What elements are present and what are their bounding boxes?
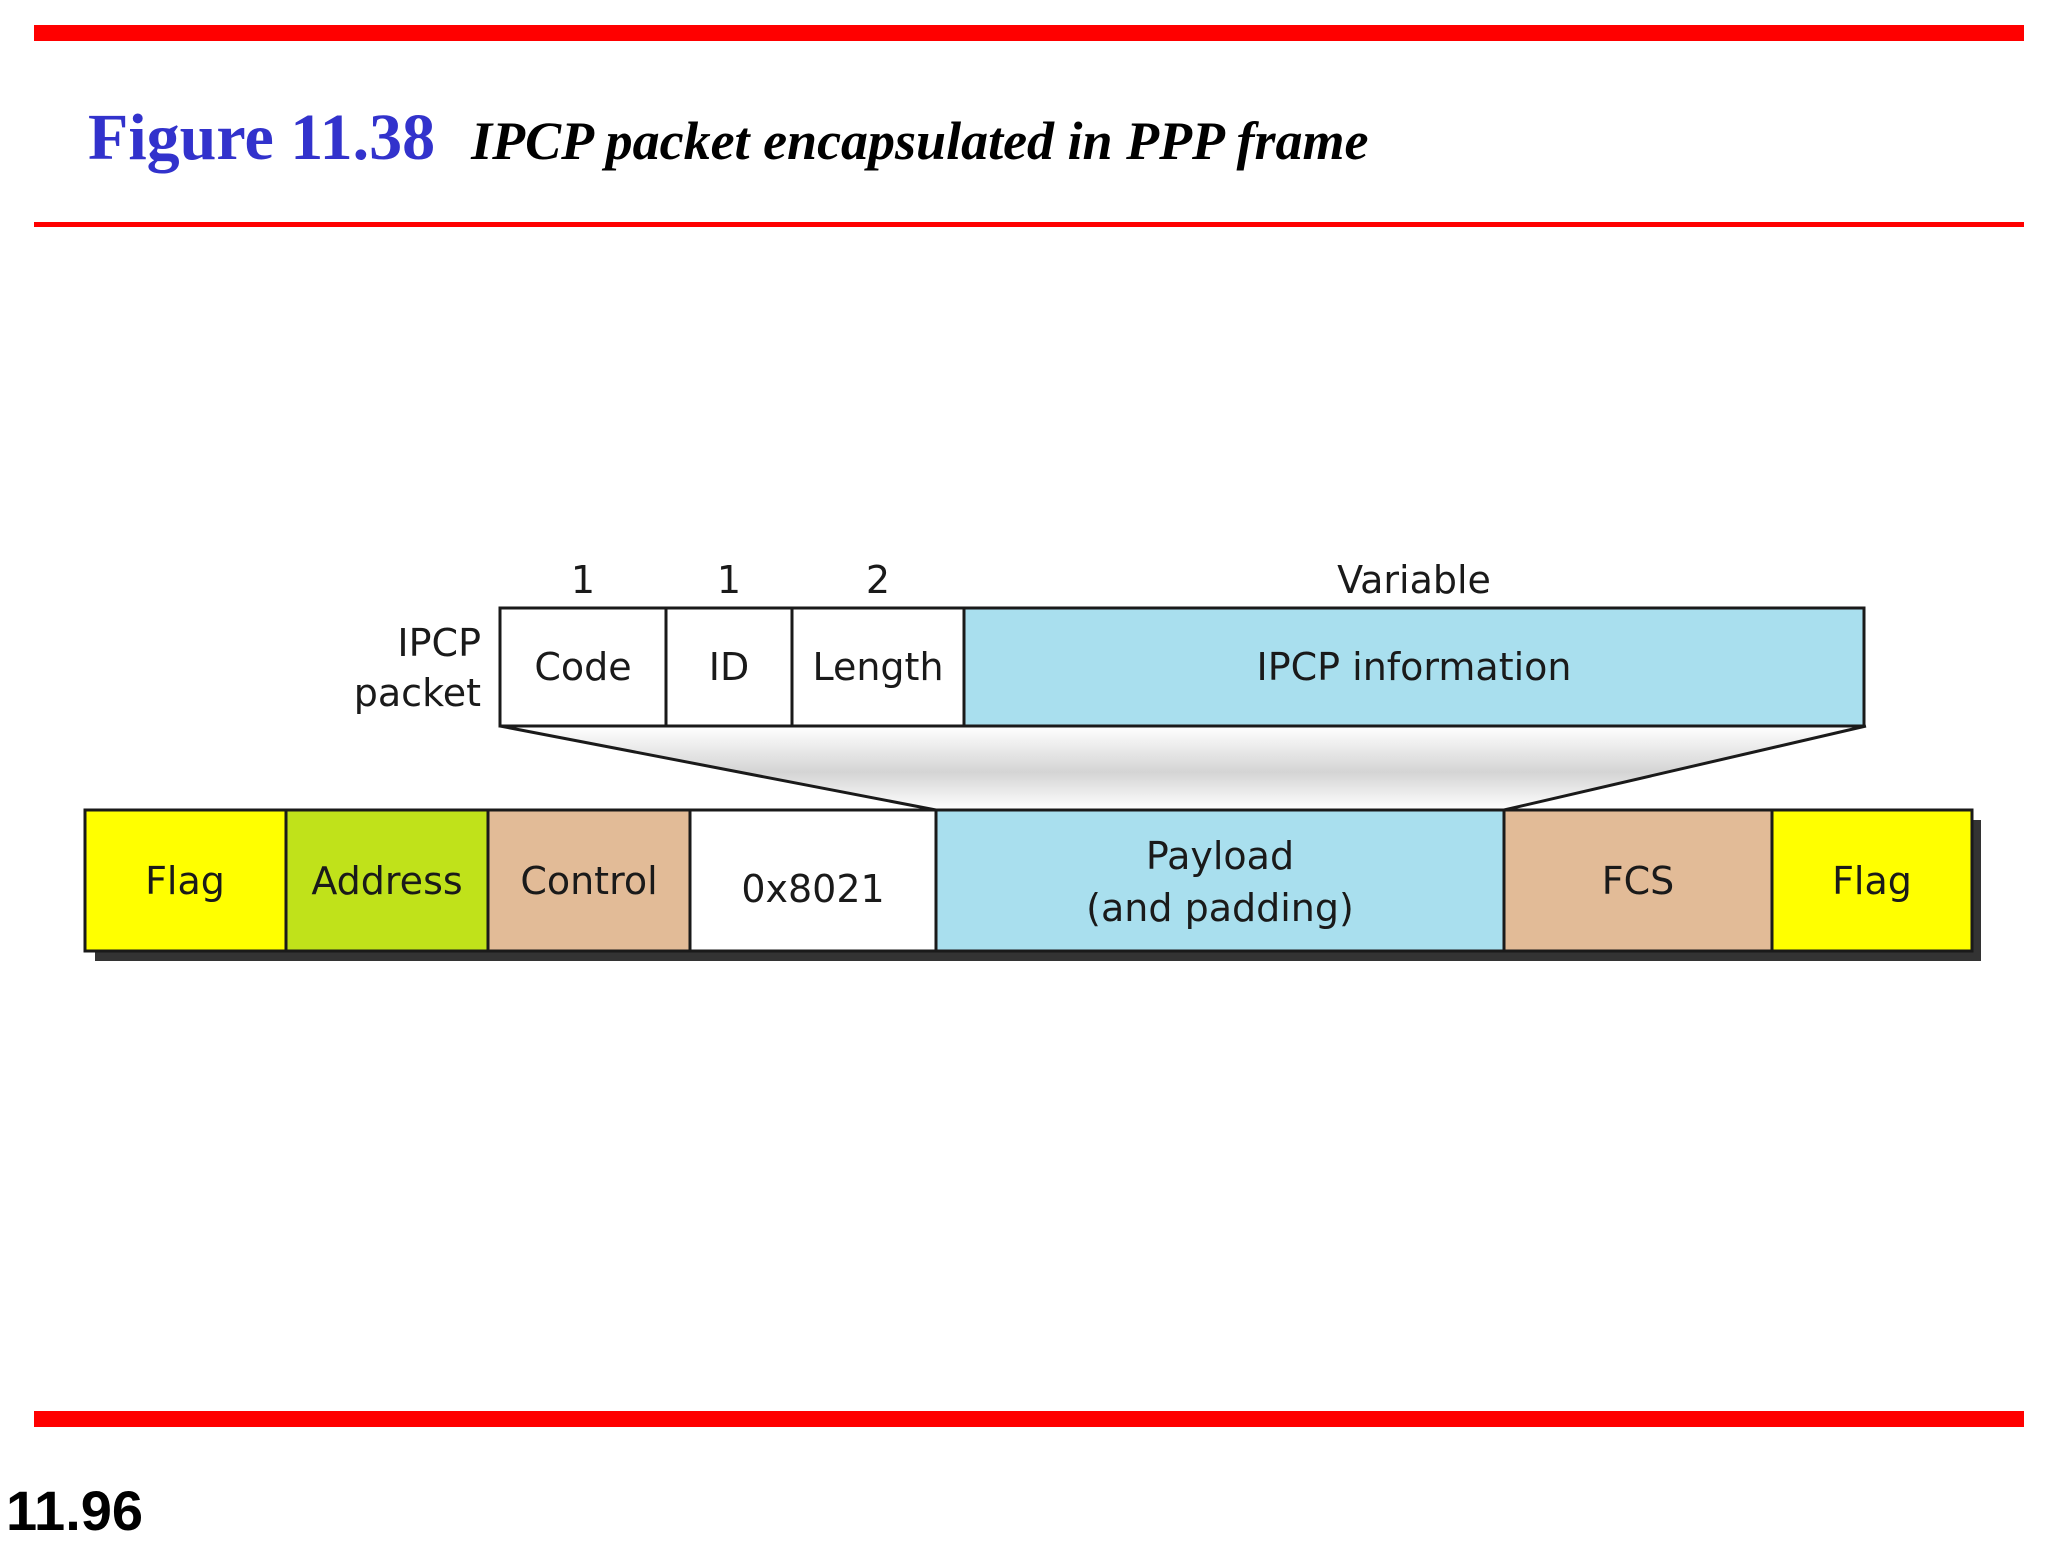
ppp-field-flag-start: Flag bbox=[83, 808, 288, 953]
ppp-field-fcs-box bbox=[1502, 808, 1774, 953]
ppp-field-flag-end: Flag bbox=[1770, 808, 1974, 953]
ppp-field-address: Address bbox=[284, 808, 490, 953]
ppp-field-payload: Payload (and padding) bbox=[934, 808, 1506, 953]
funnel-left-edge bbox=[499, 724, 937, 812]
ipcp-field-id-box bbox=[664, 606, 794, 728]
ppp-field-payload-box bbox=[934, 808, 1506, 953]
ppp-field-protocol: 0x8021 bbox=[688, 808, 938, 953]
ppp-field-control: Control bbox=[486, 808, 692, 953]
ppp-field-flag-start-label: Flag bbox=[145, 859, 225, 903]
encapsulation-funnel bbox=[500, 726, 1866, 810]
ppp-field-payload-label-line1: Payload bbox=[1146, 834, 1294, 878]
figure-title: Figure 11.38 IPCP packet encapsulated in… bbox=[88, 100, 1369, 180]
bottom-rule bbox=[34, 1411, 2024, 1427]
ppp-field-control-box bbox=[486, 808, 692, 953]
page-number: 11.96 bbox=[6, 1479, 144, 1542]
ipcp-field-information-label: IPCP information bbox=[1257, 645, 1572, 689]
ipcp-field-id-label: ID bbox=[709, 645, 749, 689]
ppp-field-flag-end-label: Flag bbox=[1832, 859, 1912, 903]
ipcp-field-id-size: 1 bbox=[717, 558, 741, 602]
ppp-field-payload-label-line2: (and padding) bbox=[1086, 886, 1354, 930]
ipcp-field-length: Length 2 bbox=[790, 558, 966, 728]
ipcp-field-length-label: Length bbox=[812, 645, 943, 689]
ipcp-field-code-size: 1 bbox=[571, 558, 595, 602]
ppp-field-address-label: Address bbox=[311, 859, 462, 903]
figure-number: Figure 11.38 bbox=[88, 101, 436, 174]
ipcp-field-information-size: Variable bbox=[1337, 558, 1491, 602]
top-rule bbox=[34, 25, 2024, 41]
figure-caption: IPCP packet encapsulated in PPP frame bbox=[471, 111, 1369, 171]
ipcp-field-length-box bbox=[790, 606, 966, 728]
ipcp-field-code-label: Code bbox=[534, 645, 631, 689]
funnel-right-edge bbox=[1503, 724, 1867, 812]
ipcp-field-information: IPCP information Variable bbox=[962, 558, 1866, 728]
ppp-field-flag-start-box bbox=[83, 808, 288, 953]
ipcp-field-code: Code 1 bbox=[498, 558, 668, 728]
ppp-field-control-label: Control bbox=[520, 859, 657, 903]
ppp-field-fcs-label: FCS bbox=[1602, 859, 1675, 903]
ipcp-field-information-box bbox=[962, 606, 1866, 728]
ppp-field-protocol-label: 0x8021 bbox=[741, 867, 884, 911]
title-underline-rule bbox=[34, 222, 2024, 227]
ppp-field-address-box bbox=[284, 808, 490, 953]
ipcp-field-length-size: 2 bbox=[866, 558, 890, 602]
ipcp-packet-label-line2: packet bbox=[354, 671, 481, 715]
ppp-field-flag-end-box bbox=[1770, 808, 1974, 953]
ppp-field-fcs: FCS bbox=[1502, 808, 1774, 953]
ipcp-packet-label-line1: IPCP bbox=[397, 621, 481, 665]
ipcp-field-id: ID 1 bbox=[664, 558, 794, 728]
